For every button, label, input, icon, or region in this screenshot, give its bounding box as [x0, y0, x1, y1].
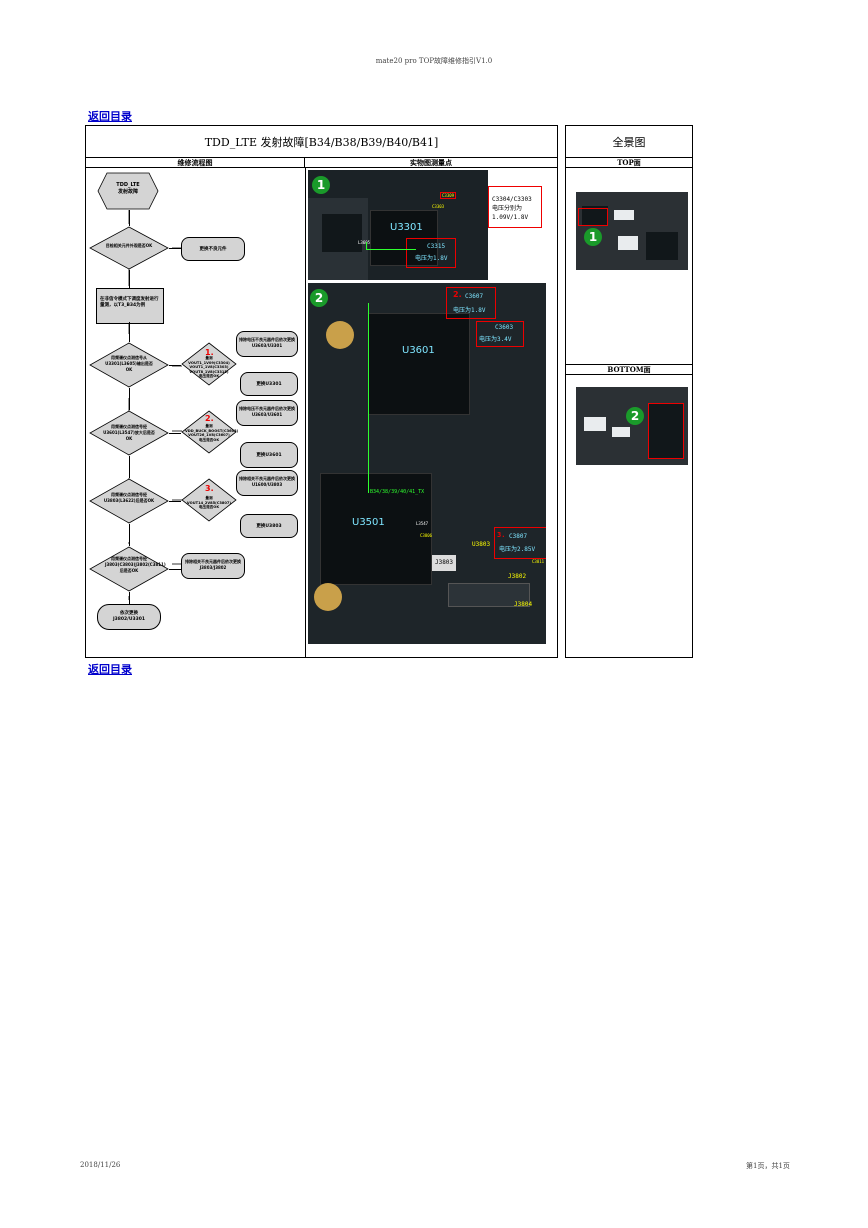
flow-start-hexagon: TDD_LTE 发射故障 — [97, 172, 159, 210]
l3547-label: L3547 — [416, 521, 429, 526]
flow-replace-bad-part: 更换不良元件 — [181, 237, 245, 261]
top-side-header: TOP面 — [566, 157, 692, 168]
c3303-label: C3303 — [432, 204, 445, 209]
j3804-label: J3804 — [514, 601, 533, 608]
j3802-label: J3802 — [508, 573, 527, 580]
flow-measure-step: 在非信令模式下调度发射进行量测，以T3_B34为例 — [96, 288, 164, 324]
tx-trace-label: B34/38/39/40/41_TX — [370, 489, 425, 495]
flow-replace-u3803: 更换U3803 — [240, 514, 298, 538]
flow-replace-u3601: 更换U3601 — [240, 442, 298, 468]
pcb-photo-1: 1 U3301 L3605 C3309 C3303 C3315 电压为1.8V — [308, 170, 488, 280]
c3603-box: C3603 电压为3.4V — [476, 321, 524, 347]
document-header: mate20 pro TOP故障维修指引V1.0 — [375, 57, 493, 65]
flow-measure-voltage-2: 2. 量测 VDD_BUCK_BOOST(C3603) VOUT26_1V8(C… — [181, 410, 238, 454]
back-to-toc-link-top[interactable]: 返回目录 — [88, 110, 132, 123]
flow-decision-u3601: 用频谱仪点测信号经U3601(L3547)放大后是否OK — [89, 410, 169, 456]
flow-replace-u3603-u3301: 排除电压不良元器件后依次更换U3603/U3301 — [236, 331, 298, 357]
bottom-side-header: BOTTOM面 — [566, 364, 692, 375]
flow-replace-u3301: 更换U3301 — [240, 372, 298, 396]
c3304-c3303-callout: C3304/C3303 电压分别为 1.09V/1.8V — [488, 186, 542, 228]
footer-page-number: 第1页，共1页 — [746, 1162, 790, 1170]
c3309-label: C3309 — [440, 192, 457, 199]
u3803-label: U3803 — [472, 541, 491, 548]
overview-title: 全景图 — [612, 135, 646, 149]
c3315-box: C3315 电压为1.8V — [406, 238, 456, 268]
bottom-marker-2: 2 — [626, 407, 644, 425]
main-table — [85, 125, 558, 658]
chip-u3301-label: U3301 — [390, 222, 423, 233]
photo-marker-2: 2 — [310, 289, 328, 307]
flow-measure-voltage-3: 3. 量测 VOUT14_2V85(C3807) 电压是否OK — [181, 478, 237, 522]
chip-u3501-label: U3501 — [352, 517, 385, 528]
pcb-photo-2: 2 U3601 U3501 2. C3607 电压为1.8V C3603 电压为… — [308, 283, 546, 644]
column-divider — [305, 168, 306, 657]
photo-column-header: 实物图测量点 — [305, 157, 557, 168]
c3806-label: C3806 — [420, 533, 433, 538]
c3811-label: C3811 — [532, 559, 545, 564]
bottom-board-thumbnail: 2 — [576, 387, 688, 465]
top-marker-1: 1 — [584, 228, 602, 246]
back-to-toc-link-bottom[interactable]: 返回目录 — [88, 663, 132, 676]
table-title: TDD_LTE 发射故障[B34/B38/B39/B40/B41] — [204, 135, 439, 149]
c3807-box: 3. C3807 电压为2.85V — [494, 527, 546, 559]
flow-measure-voltage-1: 1. 量测 VOUT1_1V09(C3304) VOUT1_1V8(C3303)… — [181, 342, 237, 386]
flow-decision-j3803: 用频谱仪点测信号经J3803(C3803)J3802(C3811)后是否OK — [89, 546, 169, 592]
flow-decision-visual-check: 目检相关元件外观是否OK — [89, 226, 169, 270]
chip-u3601-label: U3601 — [402, 345, 435, 356]
flow-decision-u3803: 用频谱仪点测信号经U3803(L3622)后是否OK — [89, 478, 169, 524]
overview-table — [565, 125, 693, 658]
l3605-label: L3605 — [358, 240, 371, 245]
footer-date: 2018/11/26 — [80, 1161, 121, 1169]
top-board-thumbnail: 1 — [576, 192, 688, 270]
photo-marker-1: 1 — [312, 176, 330, 194]
flow-replace-j3803-j3802: 排除相关不良元器件后依次更换J3803/J3802 — [181, 553, 245, 579]
flow-decision-u3301: 用频谱仪点测信号从U3301(L3605)输出是否OK — [89, 342, 169, 388]
flow-end-terminal: 依次更换 J3802/U3301 — [97, 604, 161, 630]
flow-replace-u1600-u3803: 排除相关不良元器件后依次更换U1600/U3803 — [236, 470, 298, 496]
flow-column-header: 维修流程图 — [86, 157, 305, 168]
flow-replace-u3603-u3601: 排除电压不良元器件后依次更换U3603/U3601 — [236, 400, 298, 426]
j3803-label: J3803 — [432, 555, 456, 571]
c3607-box: 2. C3607 电压为1.8V — [446, 287, 496, 319]
